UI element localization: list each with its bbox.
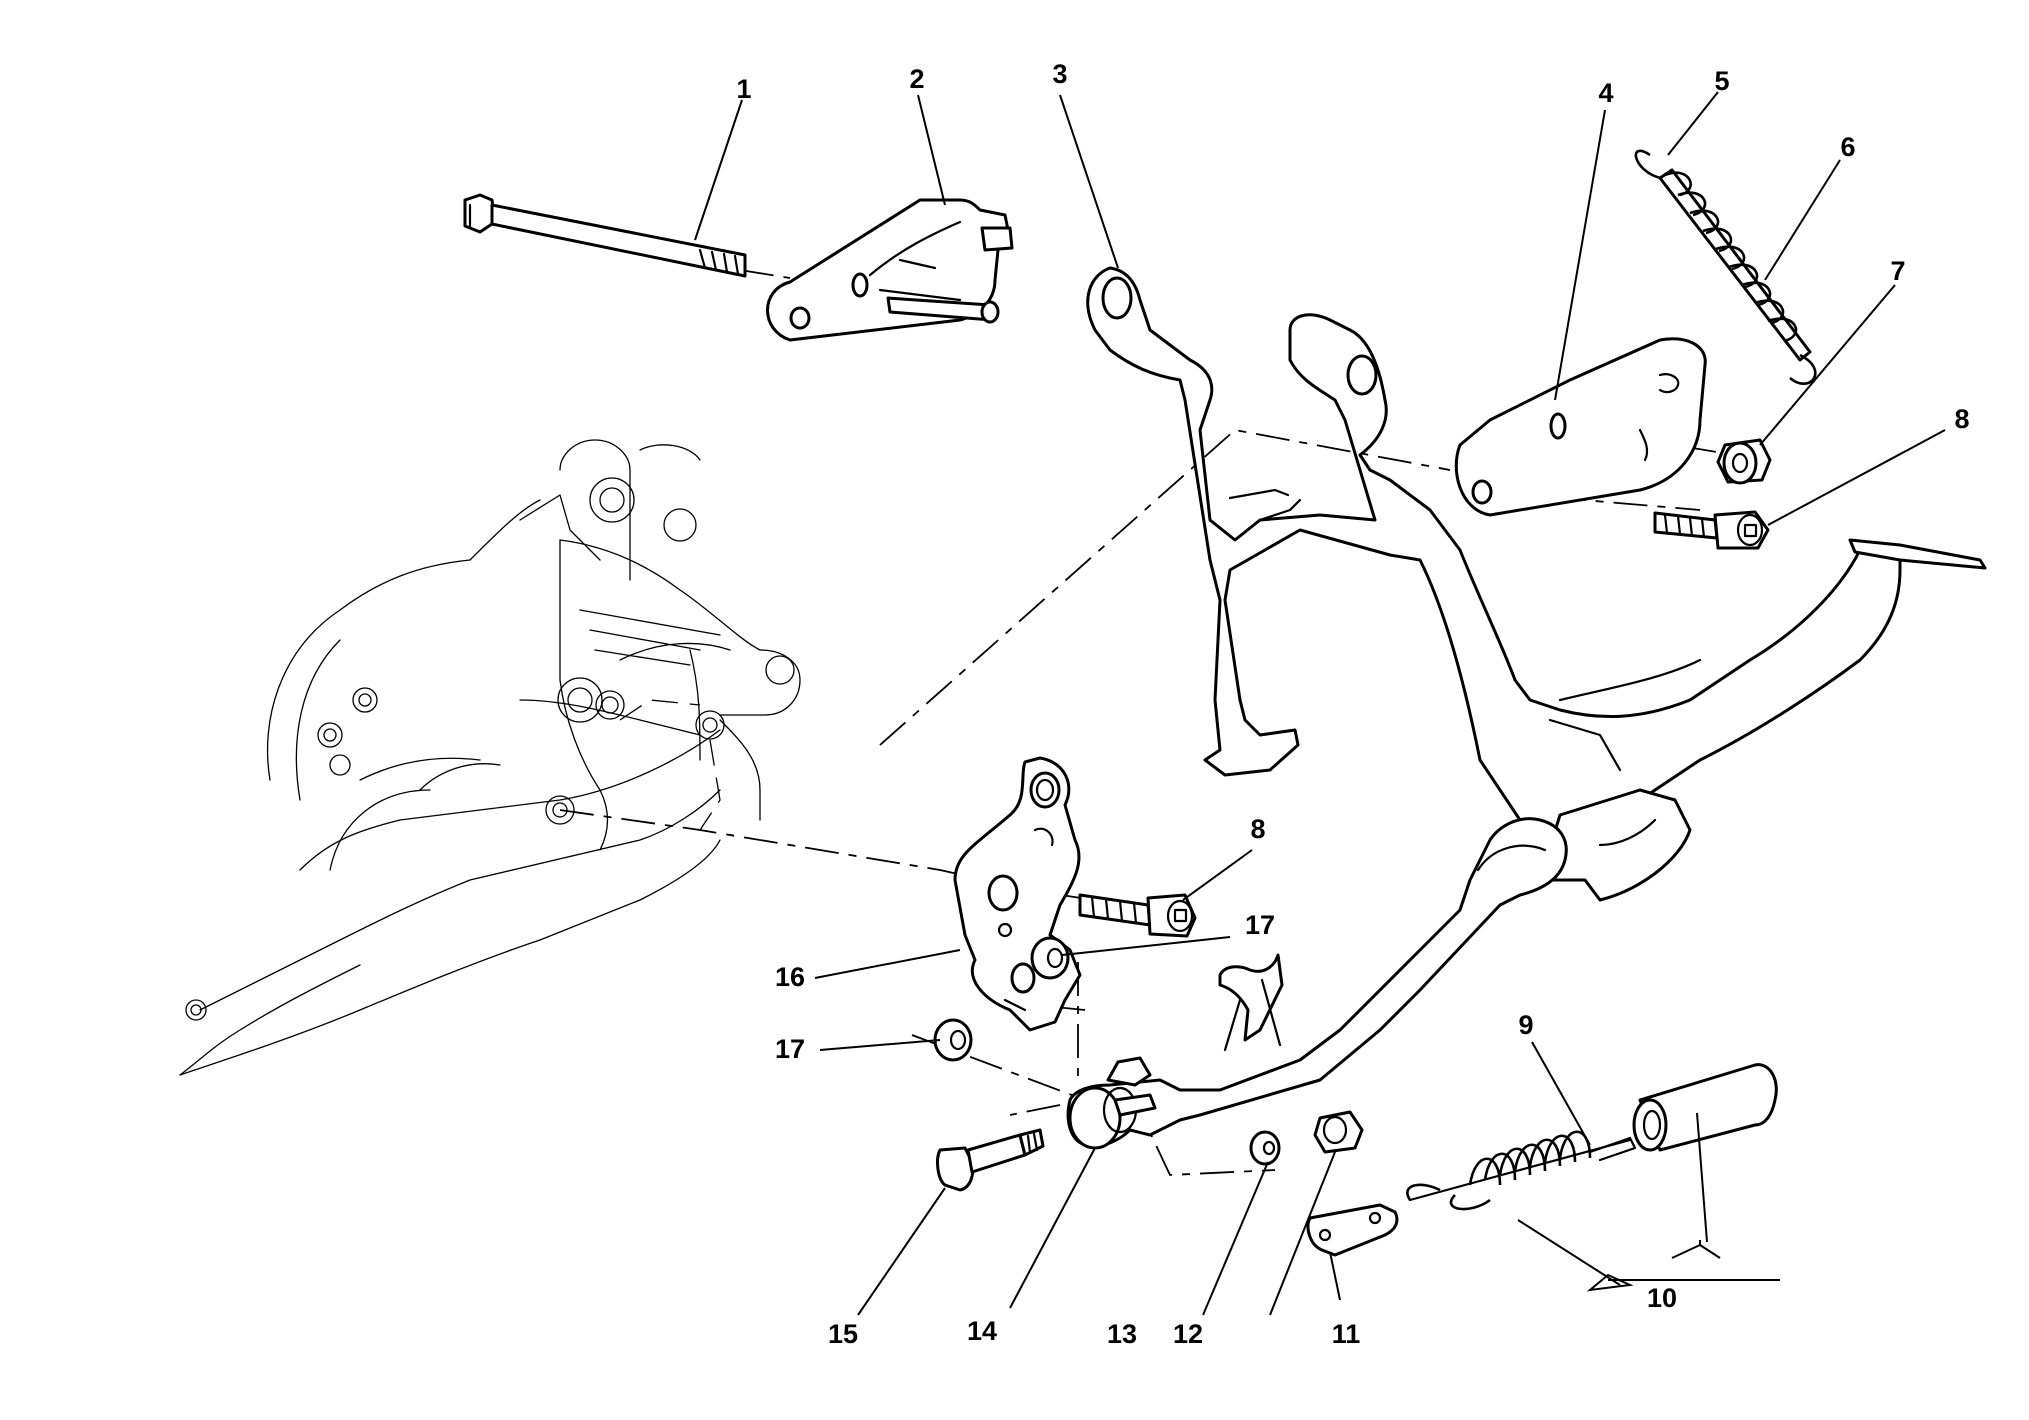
callout-5: 5	[1714, 66, 1729, 96]
part-8-lower-bolt	[1078, 893, 1197, 938]
part-15-pivot-bolt	[936, 1128, 1045, 1192]
part-8-upper-bolt	[1653, 510, 1770, 550]
callout-13: 13	[1107, 1319, 1137, 1349]
part-2-upper-bracket	[766, 198, 1014, 342]
callout-1: 1	[736, 74, 751, 104]
callout-7: 7	[1890, 256, 1905, 286]
callout-8-lower: 8	[1250, 814, 1265, 844]
part-12-nut	[1313, 1110, 1364, 1154]
part-13-washer	[1249, 1130, 1281, 1166]
part-3-centre-stand	[1086, 266, 1987, 902]
engine-crankcase-outline	[179, 439, 801, 1076]
callout-9: 9	[1518, 1010, 1533, 1040]
part-14-side-stand	[1066, 817, 1568, 1150]
callout-14: 14	[967, 1316, 997, 1346]
part-9-short-spring	[1406, 1130, 1637, 1211]
callout-8-upper: 8	[1954, 404, 1969, 434]
leader-lines	[694, 91, 1946, 1316]
callout-11: 11	[1332, 1319, 1361, 1349]
callout-15: 15	[828, 1319, 858, 1349]
callout-labels: 1 2 3 4 5 6 7 8 8 9 10 11 12 13 14 15 16…	[736, 59, 1969, 1349]
callout-4: 4	[1598, 78, 1613, 108]
part-4-right-bracket-plate	[1454, 337, 1707, 517]
part-7-flange-nut	[1716, 438, 1772, 485]
callout-6: 6	[1840, 132, 1855, 162]
callout-12: 12	[1173, 1319, 1203, 1349]
part-1-through-bolt	[463, 193, 747, 278]
callout-2: 2	[909, 64, 924, 94]
part-11-spring-plate	[1306, 1203, 1399, 1257]
callout-17-lower: 17	[775, 1034, 805, 1064]
part-16-side-stand-bracket	[953, 756, 1082, 1032]
callout-16: 16	[775, 962, 805, 992]
part-10-sleeve	[1632, 1063, 1778, 1152]
callout-17-upper: 17	[1245, 910, 1275, 940]
part-17-washers	[933, 936, 1070, 1062]
part-5-6-long-spring	[1634, 149, 1817, 385]
callout-10: 10	[1647, 1283, 1677, 1313]
callout-3: 3	[1052, 59, 1067, 89]
